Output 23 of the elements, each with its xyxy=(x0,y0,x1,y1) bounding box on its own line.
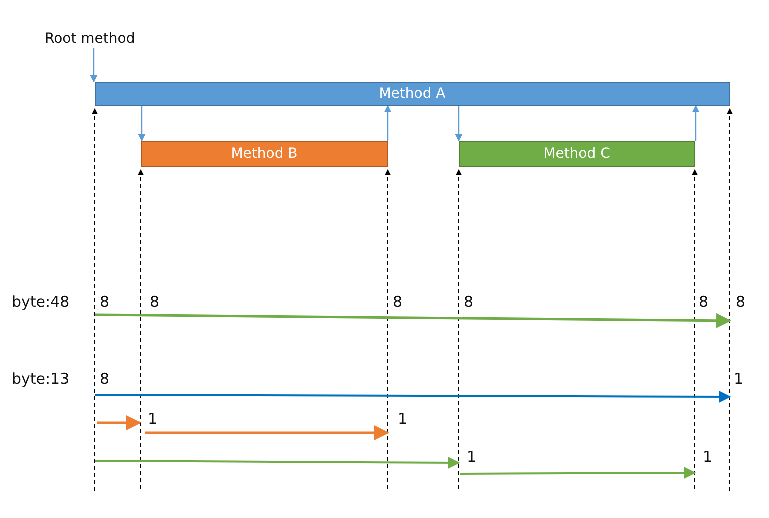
method-bar: Method B xyxy=(141,141,388,167)
call-arrow xyxy=(692,105,700,141)
method-bar: Method C xyxy=(459,141,695,167)
byte-count: 8 xyxy=(736,293,746,311)
root-label: Root method xyxy=(45,30,136,48)
byte-count: 8 xyxy=(150,293,160,311)
byte-count: 8 xyxy=(393,293,403,311)
method-bar: Method A xyxy=(95,82,730,106)
call-arrow xyxy=(90,48,98,83)
byte-count: 8 xyxy=(699,293,709,311)
byte-count: 1 xyxy=(148,410,158,428)
byte-count: 1 xyxy=(703,448,713,466)
byte-count: 8 xyxy=(100,293,110,311)
byte-count: 8 xyxy=(100,370,110,388)
row-label: byte:48 xyxy=(12,293,70,311)
byte-count: 1 xyxy=(398,410,408,428)
byte-count: 1 xyxy=(734,370,744,388)
byte-count: 1 xyxy=(467,448,477,466)
row-label: byte:13 xyxy=(12,370,70,388)
byte-count: 8 xyxy=(464,293,474,311)
call-arrow xyxy=(138,106,146,142)
call-arrow xyxy=(455,106,463,142)
call-arrow xyxy=(384,105,392,141)
